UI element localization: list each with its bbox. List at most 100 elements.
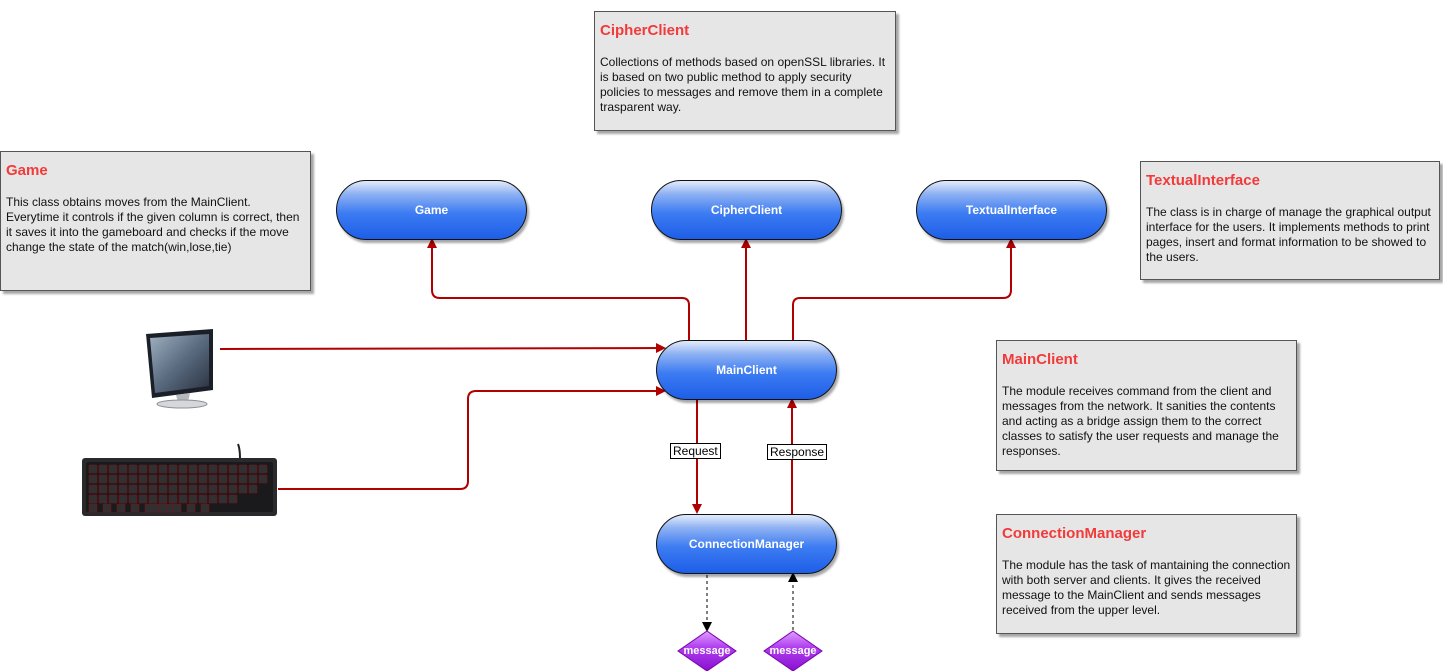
keyboard-key — [158, 484, 168, 494]
keyboard-key — [238, 474, 248, 484]
note-title: ConnectionManager — [1002, 525, 1147, 542]
request-label: Request — [670, 443, 721, 459]
keyboard-key — [118, 474, 128, 484]
keyboard-key — [98, 474, 108, 484]
keyboard-key — [168, 494, 178, 504]
keyboard-key — [228, 474, 238, 484]
keyboard-key — [148, 484, 158, 494]
keyboard-key — [198, 464, 208, 474]
keyboard-key — [188, 494, 198, 504]
response-label: Response — [767, 444, 828, 460]
keyboard-key — [108, 474, 118, 484]
keyboard-key — [148, 474, 158, 484]
node-connection-manager[interactable]: ConnectionManager — [656, 514, 837, 574]
keyboard-key — [198, 484, 208, 494]
note-title: MainClient — [1002, 351, 1078, 368]
monitor-icon — [146, 329, 213, 409]
note-game: Game This class obtains moves from the M… — [0, 151, 311, 291]
keyboard-key — [118, 484, 128, 494]
keyboard-key — [208, 494, 218, 504]
keyboard-key — [148, 494, 158, 504]
keyboard-key — [188, 474, 198, 484]
keyboard-key — [200, 503, 210, 513]
keyboard-key — [88, 464, 98, 474]
message-label: message — [683, 645, 731, 657]
keyboard-icon — [82, 443, 277, 516]
keyboard-key — [168, 464, 178, 474]
keyboard-key — [218, 484, 228, 494]
edge-monitor-to-main — [219, 343, 666, 354]
keyboard-key — [186, 503, 196, 513]
keyboard-key — [218, 494, 228, 504]
keyboard-key — [118, 464, 128, 474]
node-textual-interface[interactable]: TextualInterface — [916, 180, 1107, 240]
keyboard-key — [98, 464, 108, 474]
keyboard-key — [178, 484, 188, 494]
keyboard-key — [248, 464, 258, 474]
message-diamond-2 — [763, 630, 823, 671]
keyboard-key — [258, 474, 268, 484]
note-main-client: MainClient The module receives command f… — [996, 340, 1297, 471]
message-label: message — [769, 645, 817, 657]
keyboard-key — [208, 474, 218, 484]
keyboard-key — [108, 464, 118, 474]
keyboard-key — [128, 484, 138, 494]
keyboard-key — [168, 484, 178, 494]
note-cipher-client: CipherClient Collections of methods base… — [594, 11, 896, 131]
keyboard-key — [228, 484, 238, 494]
keyboard-key — [128, 494, 138, 504]
node-cipher-client[interactable]: CipherClient — [651, 180, 842, 240]
keyboard-key — [138, 484, 148, 494]
keyboard-key — [178, 474, 188, 484]
message-diamond-1 — [677, 630, 737, 671]
keyboard-key — [128, 464, 138, 474]
keyboard-key — [178, 464, 188, 474]
note-body: This class obtains moves from the MainCl… — [6, 195, 300, 254]
edge-keyboard-to-main — [278, 386, 666, 490]
note-body: Collections of methods based on openSSL … — [600, 55, 886, 114]
keyboard-key — [238, 464, 248, 474]
note-body: The module has the task of mantaining th… — [1002, 558, 1291, 617]
keyboard-key — [188, 484, 198, 494]
keyboard-key — [158, 474, 168, 484]
keyboard-key — [158, 503, 168, 513]
keyboard-key — [228, 464, 238, 474]
keyboard-key — [248, 484, 258, 494]
keyboard-key — [172, 503, 182, 513]
note-title: TextualInterface — [1146, 172, 1260, 189]
note-body: The class is in charge of manage the gra… — [1146, 205, 1431, 264]
keyboard-key — [158, 464, 168, 474]
keyboard-key — [88, 503, 98, 513]
keyboard-key — [98, 494, 108, 504]
keyboard-key — [98, 484, 108, 494]
keyboard-key — [148, 464, 158, 474]
keyboard-key — [118, 494, 128, 504]
keyboard-key — [198, 494, 208, 504]
note-title: Game — [6, 162, 48, 179]
keyboard-key — [168, 474, 178, 484]
keyboard-key — [248, 474, 258, 484]
edge-main-to-textual — [792, 238, 1016, 340]
keyboard-key — [258, 464, 268, 474]
node-main-client[interactable]: MainClient — [656, 340, 837, 400]
keyboard-key — [208, 484, 218, 494]
keyboard-key — [102, 503, 112, 513]
edge-main-to-game — [427, 238, 690, 340]
keyboard-key — [138, 494, 148, 504]
keyboard-key — [88, 474, 98, 484]
keyboard-key — [128, 474, 138, 484]
keyboard-key — [116, 503, 126, 513]
keyboard-key — [108, 484, 118, 494]
keyboard-key — [208, 464, 218, 474]
keyboard-key — [218, 474, 228, 484]
keyboard-key — [88, 484, 98, 494]
node-game[interactable]: Game — [336, 180, 527, 240]
note-textual-interface: TextualInterface The class is in charge … — [1140, 161, 1440, 280]
keyboard-key — [198, 474, 208, 484]
keyboard-key — [228, 494, 238, 504]
note-body: The module receives command from the cli… — [1002, 384, 1279, 458]
keyboard-key — [108, 494, 118, 504]
keyboard-key — [188, 464, 198, 474]
keyboard-key — [138, 464, 148, 474]
keyboard-key — [218, 464, 228, 474]
